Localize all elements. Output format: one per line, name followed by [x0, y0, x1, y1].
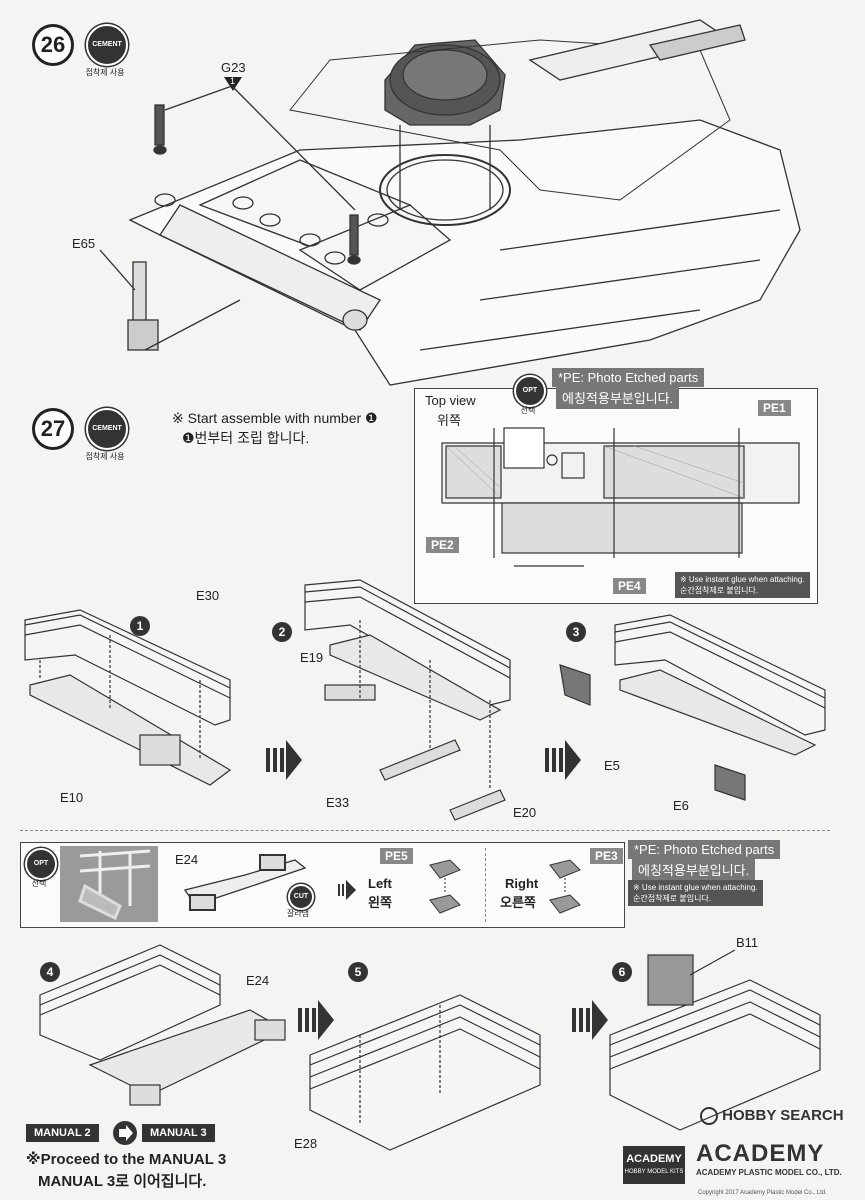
glue-note-top-ko: 순간접착제로 붙입니다.: [680, 586, 759, 595]
pe3-tag: PE3: [590, 848, 623, 864]
photo-reference: [60, 846, 158, 922]
right-label-en: Right: [505, 876, 539, 891]
glue-note-top: ※ Use instant glue when attaching. 순간접착제…: [675, 572, 810, 598]
part-g23-number: 1: [230, 76, 236, 86]
cut-caption: 잘라냄: [286, 909, 310, 918]
sub-step-2: 2: [272, 622, 292, 642]
right-label-ko: 오른쪽: [500, 895, 536, 910]
cement-caption-27: 접착제 사용: [85, 452, 125, 461]
opt-caption-top: 선택: [520, 406, 536, 415]
academy-company: ACADEMY PLASTIC MODEL CO., LTD.: [696, 1168, 842, 1177]
step-26-number: 26: [32, 24, 74, 66]
manual-3-label: MANUAL 3: [142, 1124, 215, 1142]
part-label-e30: E30: [196, 588, 220, 603]
next-arrow-3: [298, 1000, 334, 1040]
pe-mesh-right: [549, 859, 581, 914]
part-label-e24: E24: [246, 973, 270, 988]
part-g23-marker: [224, 77, 242, 91]
left-label-en: Left: [368, 876, 392, 891]
sub-step-5: 5: [348, 962, 368, 982]
opt-badge-bottom: OPT: [25, 848, 57, 880]
pe4-tag: PE4: [613, 578, 646, 594]
part-label-e5: E5: [604, 758, 620, 773]
pe-top-view-drawing: [441, 427, 800, 567]
section-divider: [20, 830, 830, 831]
pe-mesh-left: [429, 859, 461, 914]
part-label-e24-pe: E24: [175, 852, 199, 867]
hull-drawing: [99, 19, 801, 386]
academy-logo: ACADEMY: [696, 1140, 825, 1167]
pe1-tag: PE1: [758, 400, 791, 416]
glue-note-bottom-en: ※ Use instant glue when attaching.: [633, 883, 758, 892]
rack-assembly-4-6: [39, 944, 821, 1151]
academy-box-logo: ACADEMY HOBBY MODEL KITS: [623, 1146, 685, 1184]
part-label-e6: E6: [673, 798, 689, 813]
glue-note-top-en: ※ Use instant glue when attaching.: [680, 575, 805, 584]
assembly-note-en: ※ Start assemble with number ❶: [172, 410, 378, 426]
part-label-g23: G23: [221, 60, 246, 75]
pe-title-top-en: *PE: Photo Etched parts: [552, 368, 705, 387]
pe-box-divider: [485, 848, 486, 922]
assembly-note-ko: ❶번부터 조립 합니다.: [182, 430, 310, 446]
small-arrow: [338, 880, 356, 900]
part-label-e33: E33: [326, 795, 350, 810]
watermark-text: HOBBY SEARCH: [722, 1107, 844, 1124]
opt-badge-top: OPT: [514, 375, 546, 407]
hobby-search-watermark: HOBBY SEARCH: [700, 1107, 844, 1126]
next-arrow-1: [266, 740, 302, 780]
glue-note-bottom: ※ Use instant glue when attaching. 순간접착제…: [628, 880, 763, 906]
pe5-tag: PE5: [380, 848, 413, 864]
part-label-b11: B11: [736, 935, 759, 950]
opt-caption-bottom: 선택: [31, 879, 47, 888]
cut-badge: CUT: [288, 884, 314, 910]
part-label-e28: E28: [294, 1136, 318, 1151]
academy-box-text: ACADEMY: [626, 1153, 682, 1165]
step-27-number: 27: [32, 408, 74, 450]
next-arrow-4: [572, 1000, 608, 1040]
part-label-e65: E65: [72, 236, 96, 251]
manual-2-label: MANUAL 2: [26, 1124, 99, 1142]
part-label-e20: E20: [513, 805, 537, 820]
sub-step-4: 4: [40, 962, 60, 982]
left-label-ko: 왼쪽: [368, 895, 392, 910]
academy-box-sub: HOBBY MODEL KITS: [624, 1169, 684, 1175]
cement-badge-27: CEMENT: [86, 408, 128, 450]
pe2-tag: PE2: [426, 537, 459, 553]
copyright-text: Copyright 2017 Academy Plastic Model Co.…: [698, 1190, 827, 1196]
sub-step-1: 1: [130, 616, 150, 636]
proceed-note-en: ※Proceed to the MANUAL 3: [26, 1151, 227, 1168]
manual-arrow-icon: [113, 1121, 137, 1145]
pe-title-bottom-en: *PE: Photo Etched parts: [628, 840, 781, 859]
part-label-e19: E19: [300, 650, 324, 665]
pe-title-top-ko: 에칭적용부분입니다.: [556, 386, 680, 409]
pe-title-bottom-ko: 에칭적용부분입니다.: [632, 858, 756, 881]
part-label-e10: E10: [60, 790, 84, 805]
sub-step-3: 3: [566, 622, 586, 642]
next-arrow-2: [545, 740, 581, 780]
sub-step-6: 6: [612, 962, 632, 982]
top-view-label: Top view: [425, 393, 476, 408]
proceed-note-ko: MANUAL 3로 이어집니다.: [38, 1173, 207, 1190]
cement-badge: CEMENT: [86, 24, 128, 66]
cement-caption: 접착제 사용: [85, 68, 125, 77]
photo-rack-sketch: [78, 849, 151, 921]
e24-part-drawing: [183, 854, 307, 911]
rack-assembly-1-3: [24, 579, 826, 821]
watermark-icon: [700, 1107, 718, 1126]
glue-note-bottom-ko: 순간접착제로 붙입니다.: [633, 894, 712, 903]
top-view-ko-label: 위쪽: [437, 413, 461, 428]
